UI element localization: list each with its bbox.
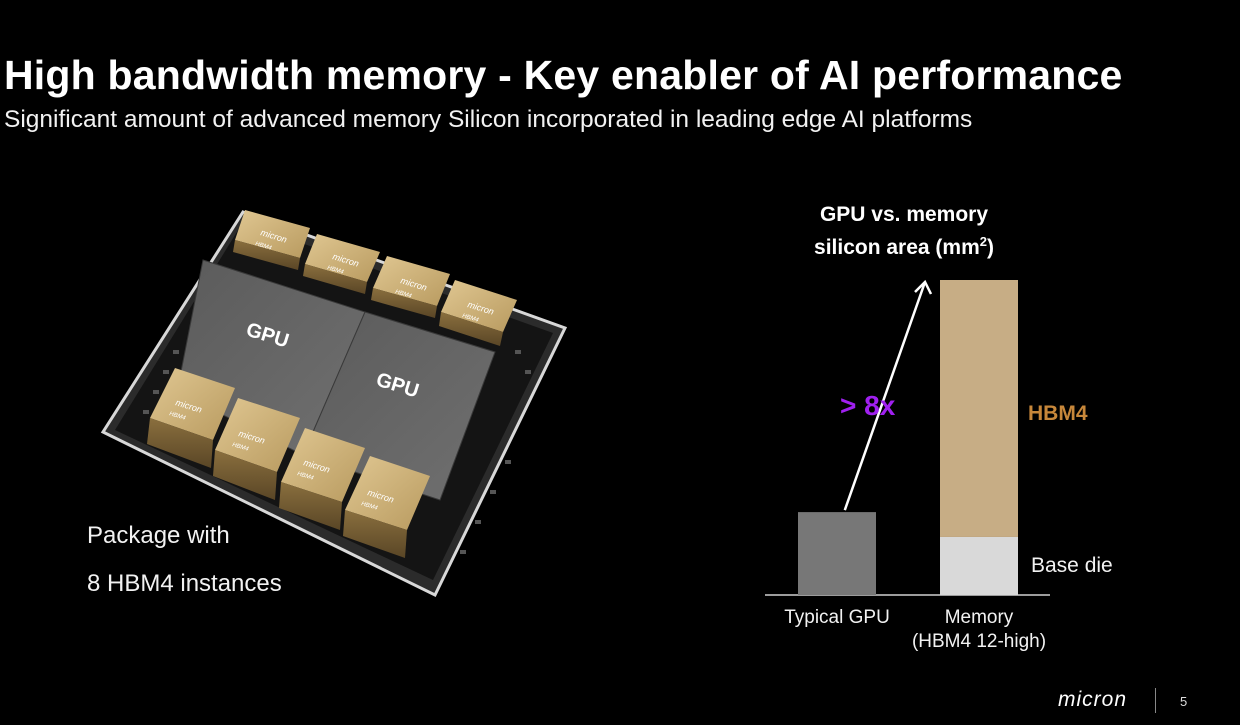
growth-arrow-head bbox=[914, 279, 933, 295]
hbm-label-4: HBM4 bbox=[461, 313, 479, 324]
hbm-label-7: HBM4 bbox=[296, 471, 314, 482]
hbm-label-1: HBM4 bbox=[254, 241, 272, 252]
hbm-label-8: HBM4 bbox=[360, 501, 378, 512]
legend-label-base-die: Base die bbox=[1031, 554, 1113, 577]
slide-subtitle: Significant amount of advanced memory Si… bbox=[4, 106, 973, 133]
hbm-stack-group-bottom bbox=[147, 368, 430, 558]
gpu-package-illustration: GPU GPU micron HBM4 micron HBM4 micron H… bbox=[100, 210, 568, 598]
chart-title-line2: silicon area (mm2) bbox=[814, 234, 994, 259]
micron-logo: micron bbox=[1058, 688, 1128, 711]
growth-annotation: > 8x bbox=[840, 390, 896, 421]
category-label-1-line2: (HBM4 12-high) bbox=[912, 631, 1046, 652]
hbm-label-3: HBM4 bbox=[394, 289, 412, 300]
hbm-label-5: HBM4 bbox=[168, 411, 186, 422]
chart-title: GPU vs. memory silicon area (mm2) bbox=[760, 201, 1048, 261]
bar-memory-base-die bbox=[940, 536, 1018, 595]
growth-arrow-shaft bbox=[843, 281, 927, 511]
category-label-0-line1: Typical GPU bbox=[784, 607, 890, 628]
category-label-1-line1: Memory bbox=[945, 607, 1014, 628]
hbm-label-6: HBM4 bbox=[231, 442, 249, 453]
bar-typical-gpu bbox=[798, 512, 876, 595]
slide-title: High bandwidth memory - Key enabler of A… bbox=[4, 52, 1123, 98]
package-caption-line2: 8 HBM4 instances bbox=[87, 570, 282, 597]
footer-divider bbox=[1155, 688, 1156, 713]
chart-title-line1: GPU vs. memory bbox=[819, 203, 989, 226]
hbm-label-2: HBM4 bbox=[326, 265, 344, 276]
bar-memory-hbm4 bbox=[940, 280, 1018, 537]
package-caption-line1: Package with bbox=[87, 522, 230, 549]
legend-label-hbm4: HBM4 bbox=[1028, 402, 1088, 425]
hbm-stack-group-top bbox=[233, 210, 517, 346]
page-number: 5 bbox=[1180, 694, 1188, 709]
